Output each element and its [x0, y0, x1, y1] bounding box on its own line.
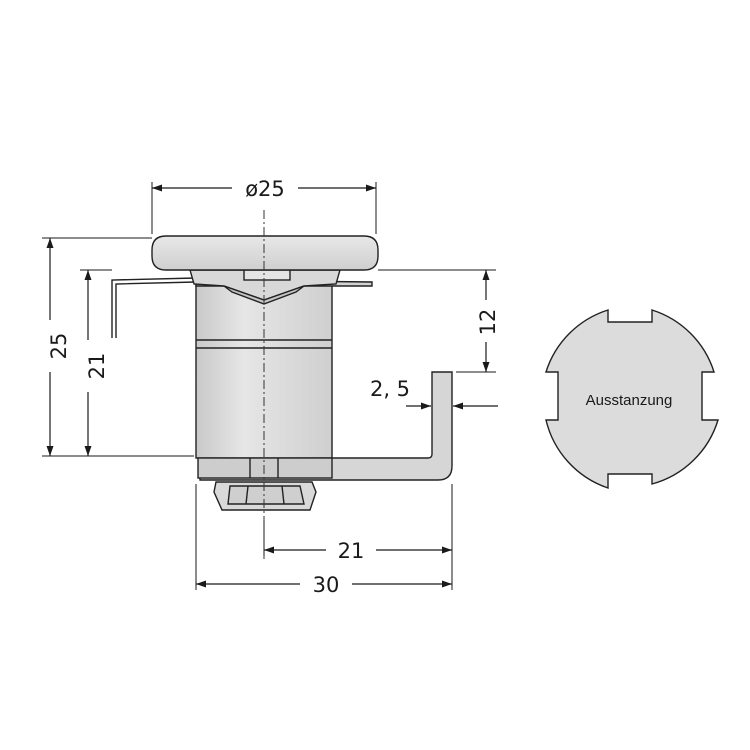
spring-clip — [111, 277, 197, 338]
cutout-label: Ausstanzung — [586, 392, 673, 409]
dimension-cam-thickness: 2, 5 — [370, 377, 498, 410]
label-flange-diameter: ø25 — [245, 177, 285, 201]
lower-collar — [197, 457, 333, 479]
label-cam-offset: 12 — [476, 309, 500, 336]
dimension-annotations: ø25 25 21 12 2, 5 — [42, 177, 500, 597]
label-overall-depth: 30 — [313, 573, 340, 597]
label-cam-length: 21 — [338, 539, 365, 563]
label-overall-height: 25 — [47, 333, 71, 360]
dimension-flange-diameter: ø25 — [151, 177, 377, 234]
label-body-height: 21 — [85, 353, 109, 380]
dimension-overall-depth: 30 — [195, 484, 452, 597]
dimension-body-height: 21 — [80, 269, 112, 456]
dimension-cam-offset: 12 — [378, 269, 500, 373]
cam-lock-side-view — [111, 210, 453, 560]
dimension-overall-height: 25 — [42, 237, 194, 457]
dimension-cam-length: 21 — [263, 484, 453, 590]
flange-cap — [151, 235, 379, 271]
label-cam-thickness: 2, 5 — [370, 377, 410, 401]
cutout-outline — [545, 309, 719, 489]
cutout-shape: Ausstanzung — [545, 309, 719, 489]
